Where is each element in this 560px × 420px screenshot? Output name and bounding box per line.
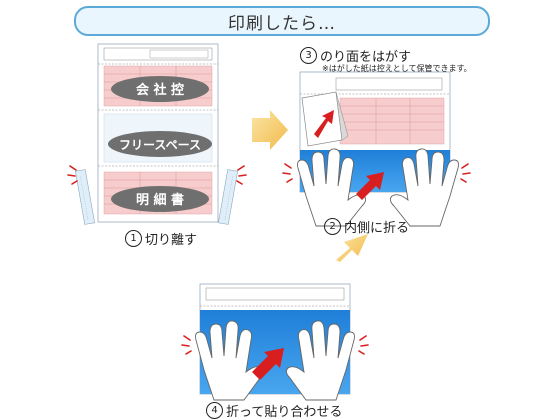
page-title: 印刷したら…	[74, 6, 490, 36]
right-torn-strip	[218, 169, 238, 225]
tear-mark-icons-step1	[67, 165, 247, 185]
step2-number: 2	[324, 218, 341, 235]
free-space-label: フリースペース	[119, 138, 201, 152]
fold-arrow-icon	[356, 172, 384, 200]
free-space-pill: フリースペース	[108, 131, 212, 157]
company-copy-pill: 会 社 控	[111, 76, 209, 102]
step1-label: 1 切り離す	[125, 229, 197, 248]
arrow-step2-to-step3-icon	[336, 234, 368, 262]
title-text: 印刷したら…	[228, 13, 336, 34]
shake-mark-icons-step2	[282, 163, 471, 183]
step4-hands	[195, 320, 355, 401]
stick-arrow-icon	[252, 348, 284, 380]
shake-mark-icons-step4	[181, 335, 369, 355]
peel-arrow-icon	[314, 110, 334, 138]
step2-label: 2 内側に折る	[324, 217, 409, 236]
step3-number: 3	[300, 47, 317, 64]
step3-note: ※はがした紙は控えとして保管できます。	[322, 64, 472, 73]
step3-text: のり面をはがす	[320, 50, 412, 65]
statement-label: 明 細 書	[136, 192, 184, 208]
left-torn-strip	[75, 169, 95, 225]
statement-pill: 明 細 書	[111, 186, 209, 212]
peeled-backing-paper	[301, 91, 349, 147]
step4-text: 折って貼り合わせる	[226, 405, 343, 420]
step2-text: 内側に折る	[344, 221, 410, 236]
step4-label: 4 折って貼り合わせる	[206, 401, 342, 420]
step1-text: 切り離す	[145, 233, 198, 248]
step3-label: 3 のり面をはがす	[300, 46, 411, 65]
step4-number: 4	[206, 402, 223, 419]
step2-hands	[297, 148, 459, 227]
step1-number: 1	[125, 230, 142, 247]
company-copy-label: 会 社 控	[136, 82, 184, 98]
arrow-step1-to-step2-icon	[252, 110, 288, 150]
